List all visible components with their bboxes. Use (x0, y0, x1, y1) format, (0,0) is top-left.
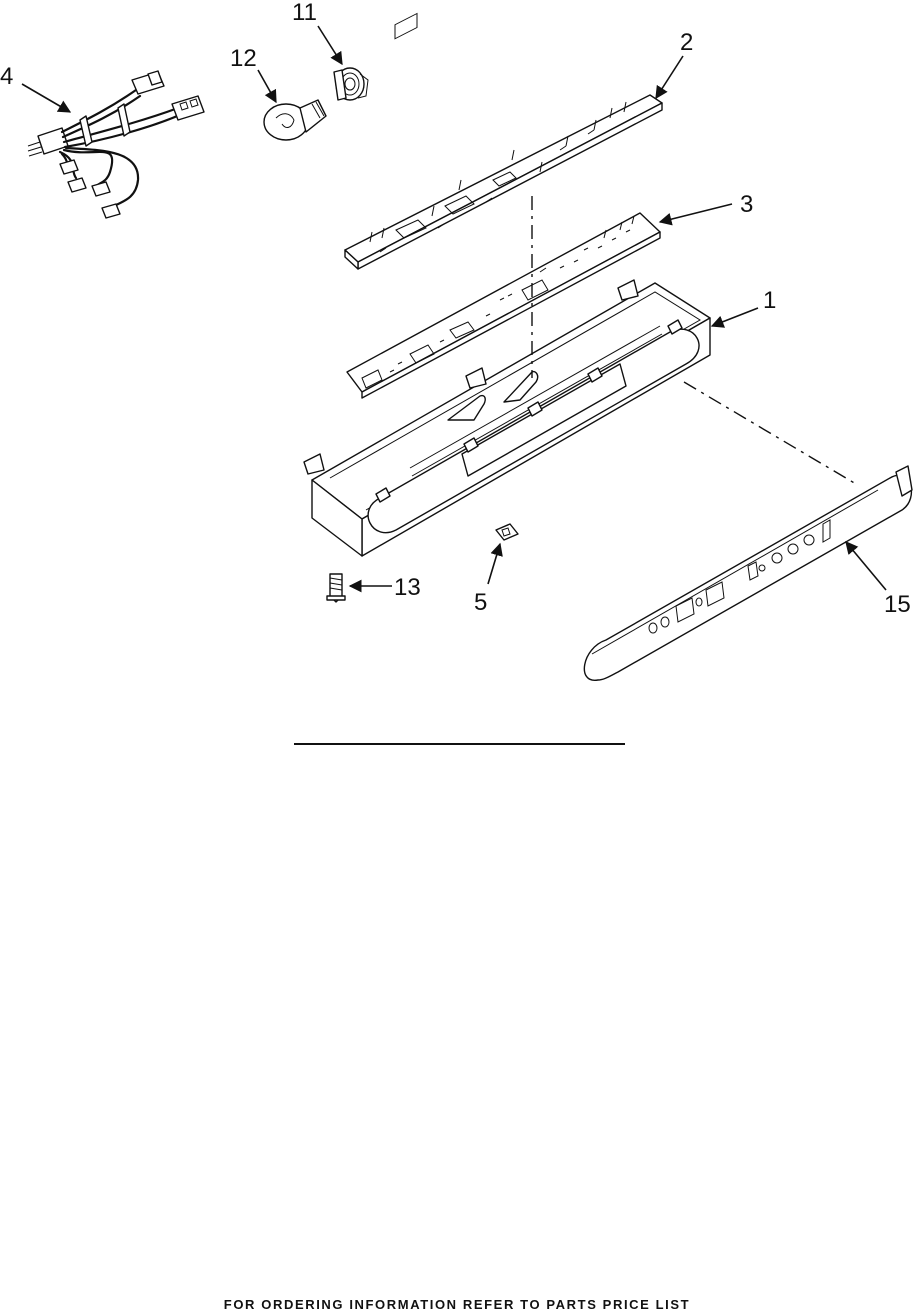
footer-note: FOR ORDERING INFORMATION REFER TO PARTS … (0, 1297, 914, 1312)
screw (327, 574, 345, 602)
callout-2: 2 (680, 29, 693, 56)
callout-1: 1 (763, 287, 776, 314)
leader-1 (712, 308, 758, 326)
callout-5: 5 (474, 589, 487, 616)
callout-12: 12 (230, 45, 257, 72)
callout-11: 11 (292, 0, 317, 26)
leader-4 (22, 84, 70, 112)
leader-12 (258, 70, 276, 102)
leader-3 (660, 204, 732, 222)
leader-5 (488, 544, 500, 584)
callout-13: 13 (394, 574, 421, 601)
lamp-socket (334, 68, 368, 100)
leader-2 (656, 56, 683, 98)
light-bulb (264, 100, 326, 140)
small-clip (496, 524, 518, 540)
leader-11 (318, 26, 342, 64)
callout-15: 15 (884, 591, 911, 618)
alignment-line-diagonal (684, 382, 856, 484)
control-housing (304, 280, 710, 556)
wire-harness (28, 71, 204, 218)
leader-15 (846, 542, 886, 590)
callout-4: 4 (0, 63, 13, 90)
front-panel (584, 466, 912, 680)
callout-3: 3 (740, 191, 753, 218)
